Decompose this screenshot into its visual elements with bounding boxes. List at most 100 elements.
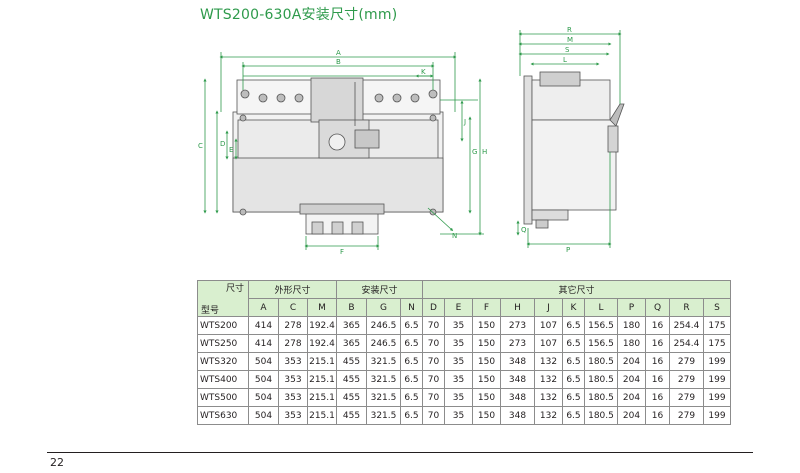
value-cell: 278 bbox=[278, 334, 308, 353]
value-cell: 35 bbox=[444, 370, 473, 389]
value-cell: 279 bbox=[669, 406, 704, 425]
dim-label-b: B bbox=[336, 58, 341, 66]
value-cell: 215.1 bbox=[307, 406, 337, 425]
group-header-mounting: 安装尺寸 bbox=[336, 280, 423, 299]
dim-label-q: Q bbox=[521, 226, 527, 234]
value-cell: 16 bbox=[645, 334, 670, 353]
model-cell: WTS500 bbox=[197, 388, 249, 407]
dim-label-m: M bbox=[567, 36, 573, 44]
value-cell: 132 bbox=[534, 388, 563, 407]
value-cell: 150 bbox=[472, 388, 501, 407]
value-cell: 16 bbox=[645, 406, 670, 425]
value-cell: 348 bbox=[500, 406, 535, 425]
value-cell: 35 bbox=[444, 388, 473, 407]
column-header: F bbox=[472, 298, 501, 317]
value-cell: 70 bbox=[422, 352, 445, 371]
value-cell: 199 bbox=[703, 352, 731, 371]
value-cell: 16 bbox=[645, 370, 670, 389]
value-cell: 156.5 bbox=[584, 316, 618, 335]
value-cell: 504 bbox=[248, 370, 279, 389]
front-view-drawing bbox=[232, 77, 444, 235]
value-cell: 70 bbox=[422, 388, 445, 407]
value-cell: 254.4 bbox=[669, 334, 704, 353]
value-cell: 199 bbox=[703, 388, 731, 407]
value-cell: 279 bbox=[669, 352, 704, 371]
value-cell: 455 bbox=[336, 352, 367, 371]
value-cell: 35 bbox=[444, 406, 473, 425]
value-cell: 6.5 bbox=[562, 352, 585, 371]
value-cell: 180.5 bbox=[584, 352, 618, 371]
value-cell: 6.5 bbox=[400, 370, 423, 389]
value-cell: 16 bbox=[645, 316, 670, 335]
value-cell: 150 bbox=[472, 352, 501, 371]
value-cell: 455 bbox=[336, 370, 367, 389]
table-group-header-row: 尺寸 型号 外形尺寸 安装尺寸 其它尺寸 bbox=[197, 280, 731, 317]
table-corner-cell: 尺寸 型号 bbox=[197, 280, 249, 317]
value-cell: 321.5 bbox=[366, 388, 401, 407]
column-header: B bbox=[336, 298, 367, 317]
dim-label-e: E bbox=[229, 146, 233, 154]
value-cell: 353 bbox=[278, 406, 308, 425]
value-cell: 192.4 bbox=[307, 316, 337, 335]
value-cell: 348 bbox=[500, 388, 535, 407]
value-cell: 504 bbox=[248, 388, 279, 407]
column-header: H bbox=[500, 298, 535, 317]
corner-label-model: 型号 bbox=[201, 306, 220, 316]
value-cell: 16 bbox=[645, 352, 670, 371]
value-cell: 6.5 bbox=[562, 334, 585, 353]
column-header: Q bbox=[645, 298, 670, 317]
value-cell: 199 bbox=[703, 370, 731, 389]
column-header: G bbox=[366, 298, 401, 317]
value-cell: 321.5 bbox=[366, 370, 401, 389]
column-header: L bbox=[584, 298, 618, 317]
dim-label-c: C bbox=[198, 142, 203, 150]
value-cell: 35 bbox=[444, 352, 473, 371]
value-cell: 204 bbox=[617, 352, 646, 371]
dim-label-f: F bbox=[340, 248, 344, 256]
column-header: K bbox=[562, 298, 585, 317]
column-header: N bbox=[400, 298, 423, 317]
value-cell: 6.5 bbox=[400, 352, 423, 371]
side-dimension-lines bbox=[516, 30, 622, 248]
column-header: P bbox=[617, 298, 646, 317]
value-cell: 6.5 bbox=[562, 406, 585, 425]
value-cell: 6.5 bbox=[562, 370, 585, 389]
value-cell: 204 bbox=[617, 388, 646, 407]
value-cell: 246.5 bbox=[366, 316, 401, 335]
value-cell: 70 bbox=[422, 406, 445, 425]
value-cell: 150 bbox=[472, 316, 501, 335]
side-view-labels: R M S L P Q bbox=[521, 26, 573, 254]
value-cell: 16 bbox=[645, 388, 670, 407]
front-dimension-lines bbox=[203, 52, 484, 250]
value-cell: 6.5 bbox=[400, 316, 423, 335]
value-cell: 254.4 bbox=[669, 316, 704, 335]
dim-label-r: R bbox=[567, 26, 572, 34]
dim-label-p: P bbox=[566, 246, 570, 254]
value-cell: 132 bbox=[534, 406, 563, 425]
model-cell: WTS200 bbox=[197, 316, 249, 335]
value-cell: 353 bbox=[278, 388, 308, 407]
value-cell: 132 bbox=[534, 370, 563, 389]
column-header: A bbox=[248, 298, 279, 317]
model-cell: WTS320 bbox=[197, 352, 249, 371]
value-cell: 180.5 bbox=[584, 388, 618, 407]
value-cell: 6.5 bbox=[562, 388, 585, 407]
dim-label-n: N bbox=[452, 232, 457, 240]
group-header-other: 其它尺寸 bbox=[422, 280, 731, 299]
value-cell: 6.5 bbox=[400, 406, 423, 425]
value-cell: 70 bbox=[422, 370, 445, 389]
value-cell: 278 bbox=[278, 316, 308, 335]
dim-label-d: D bbox=[220, 140, 225, 148]
value-cell: 246.5 bbox=[366, 334, 401, 353]
value-cell: 175 bbox=[703, 316, 731, 335]
value-cell: 150 bbox=[472, 370, 501, 389]
value-cell: 353 bbox=[278, 370, 308, 389]
value-cell: 107 bbox=[534, 316, 563, 335]
